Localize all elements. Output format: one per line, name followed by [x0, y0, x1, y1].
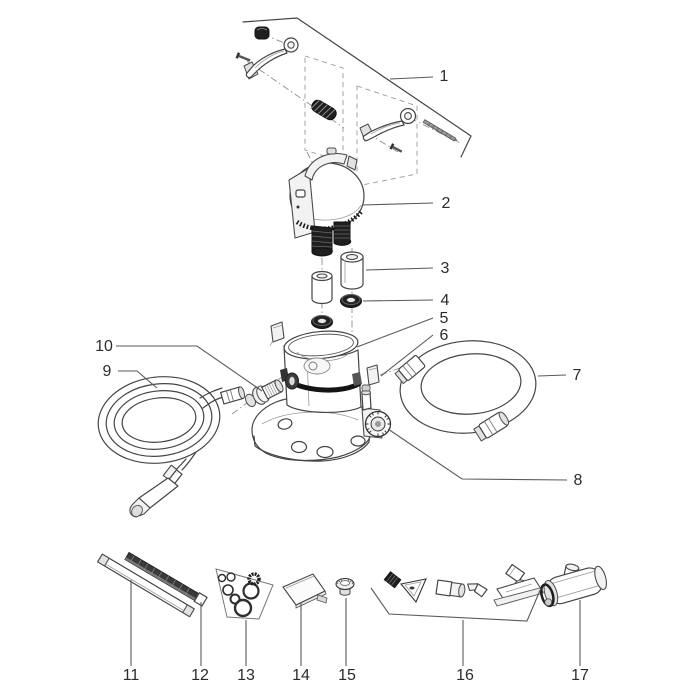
part10-hose-connector: [245, 379, 284, 407]
drain-knob: [364, 410, 392, 438]
callout-14: 14: [292, 667, 310, 684]
hose-end-connector-top: [220, 386, 246, 405]
hose7-connector-bottom: [473, 411, 510, 442]
callout-10: 10: [95, 338, 113, 355]
callout-11: 11: [123, 667, 140, 684]
part3-foam-filter: [340, 251, 364, 290]
nozzle-adapter: [467, 583, 488, 598]
spring: [310, 99, 337, 121]
part5-collection-tank: [280, 330, 362, 414]
group-bracket-16: [370, 587, 542, 622]
part9-suction-hose: [97, 376, 246, 518]
hose-nozzle-tip: [129, 477, 179, 518]
callout-13: 13: [237, 667, 255, 684]
screw-small-right: [389, 143, 403, 153]
part17-floor-nozzle: [539, 563, 607, 608]
nozzle-brush: [435, 579, 466, 598]
callout-15: 15: [338, 667, 356, 684]
callout-8: 8: [574, 472, 583, 489]
part2-motor-head: [288, 147, 365, 257]
handle-left: [243, 37, 299, 80]
screw-small-left: [235, 52, 251, 62]
part11-extension-tube: [97, 553, 195, 618]
callout-2: 2: [442, 195, 451, 212]
callout-1: 1: [440, 68, 449, 85]
nozzle-triangle: [383, 571, 427, 604]
foam-cylinder-left: [311, 270, 333, 305]
callout-9: 9: [103, 363, 112, 380]
callout-3: 3: [441, 260, 450, 277]
part15-plug-cap: [335, 577, 355, 596]
callout-5: 5: [440, 310, 449, 327]
screw-long: [422, 119, 459, 142]
callout-6: 6: [440, 327, 449, 344]
callout-4: 4: [441, 292, 450, 309]
group-bracket-1: [242, 17, 472, 158]
cap-nut: [254, 26, 270, 40]
handle-right: [359, 107, 417, 142]
nozzle-wide: [493, 563, 544, 607]
valve-stub: [361, 384, 372, 411]
part12-extension-tube-ribbed: [124, 551, 208, 607]
part4-seal-ring: [340, 294, 362, 308]
part16-nozzle-set: [383, 563, 544, 607]
part14-flat-filter-plate: [282, 573, 328, 609]
part6-latch-clip: [366, 364, 380, 386]
part7-discharge-hose: [394, 340, 537, 442]
filter-cylinder-right: [333, 221, 352, 246]
carry-handle: [304, 153, 348, 181]
callout-17: 17: [571, 667, 589, 684]
base-front-details: [277, 384, 392, 459]
callout-12: 12: [191, 667, 209, 684]
seal-ring-left: [311, 315, 333, 329]
part1-handle-kit: [235, 17, 472, 158]
leader-lines: [116, 76, 581, 666]
callout-labels: 1 2 3 4 5 6 7 8 9 10 11 12 13 14 15 16 1…: [95, 68, 589, 684]
callout-7: 7: [573, 367, 582, 384]
projection-box-right: [356, 85, 418, 187]
filter-cylinder-left: [311, 225, 333, 257]
callout-16: 16: [456, 667, 474, 684]
part13-o-ring-set: [215, 568, 274, 620]
clip-left: [269, 321, 285, 347]
hose7-connector-left: [394, 355, 426, 385]
